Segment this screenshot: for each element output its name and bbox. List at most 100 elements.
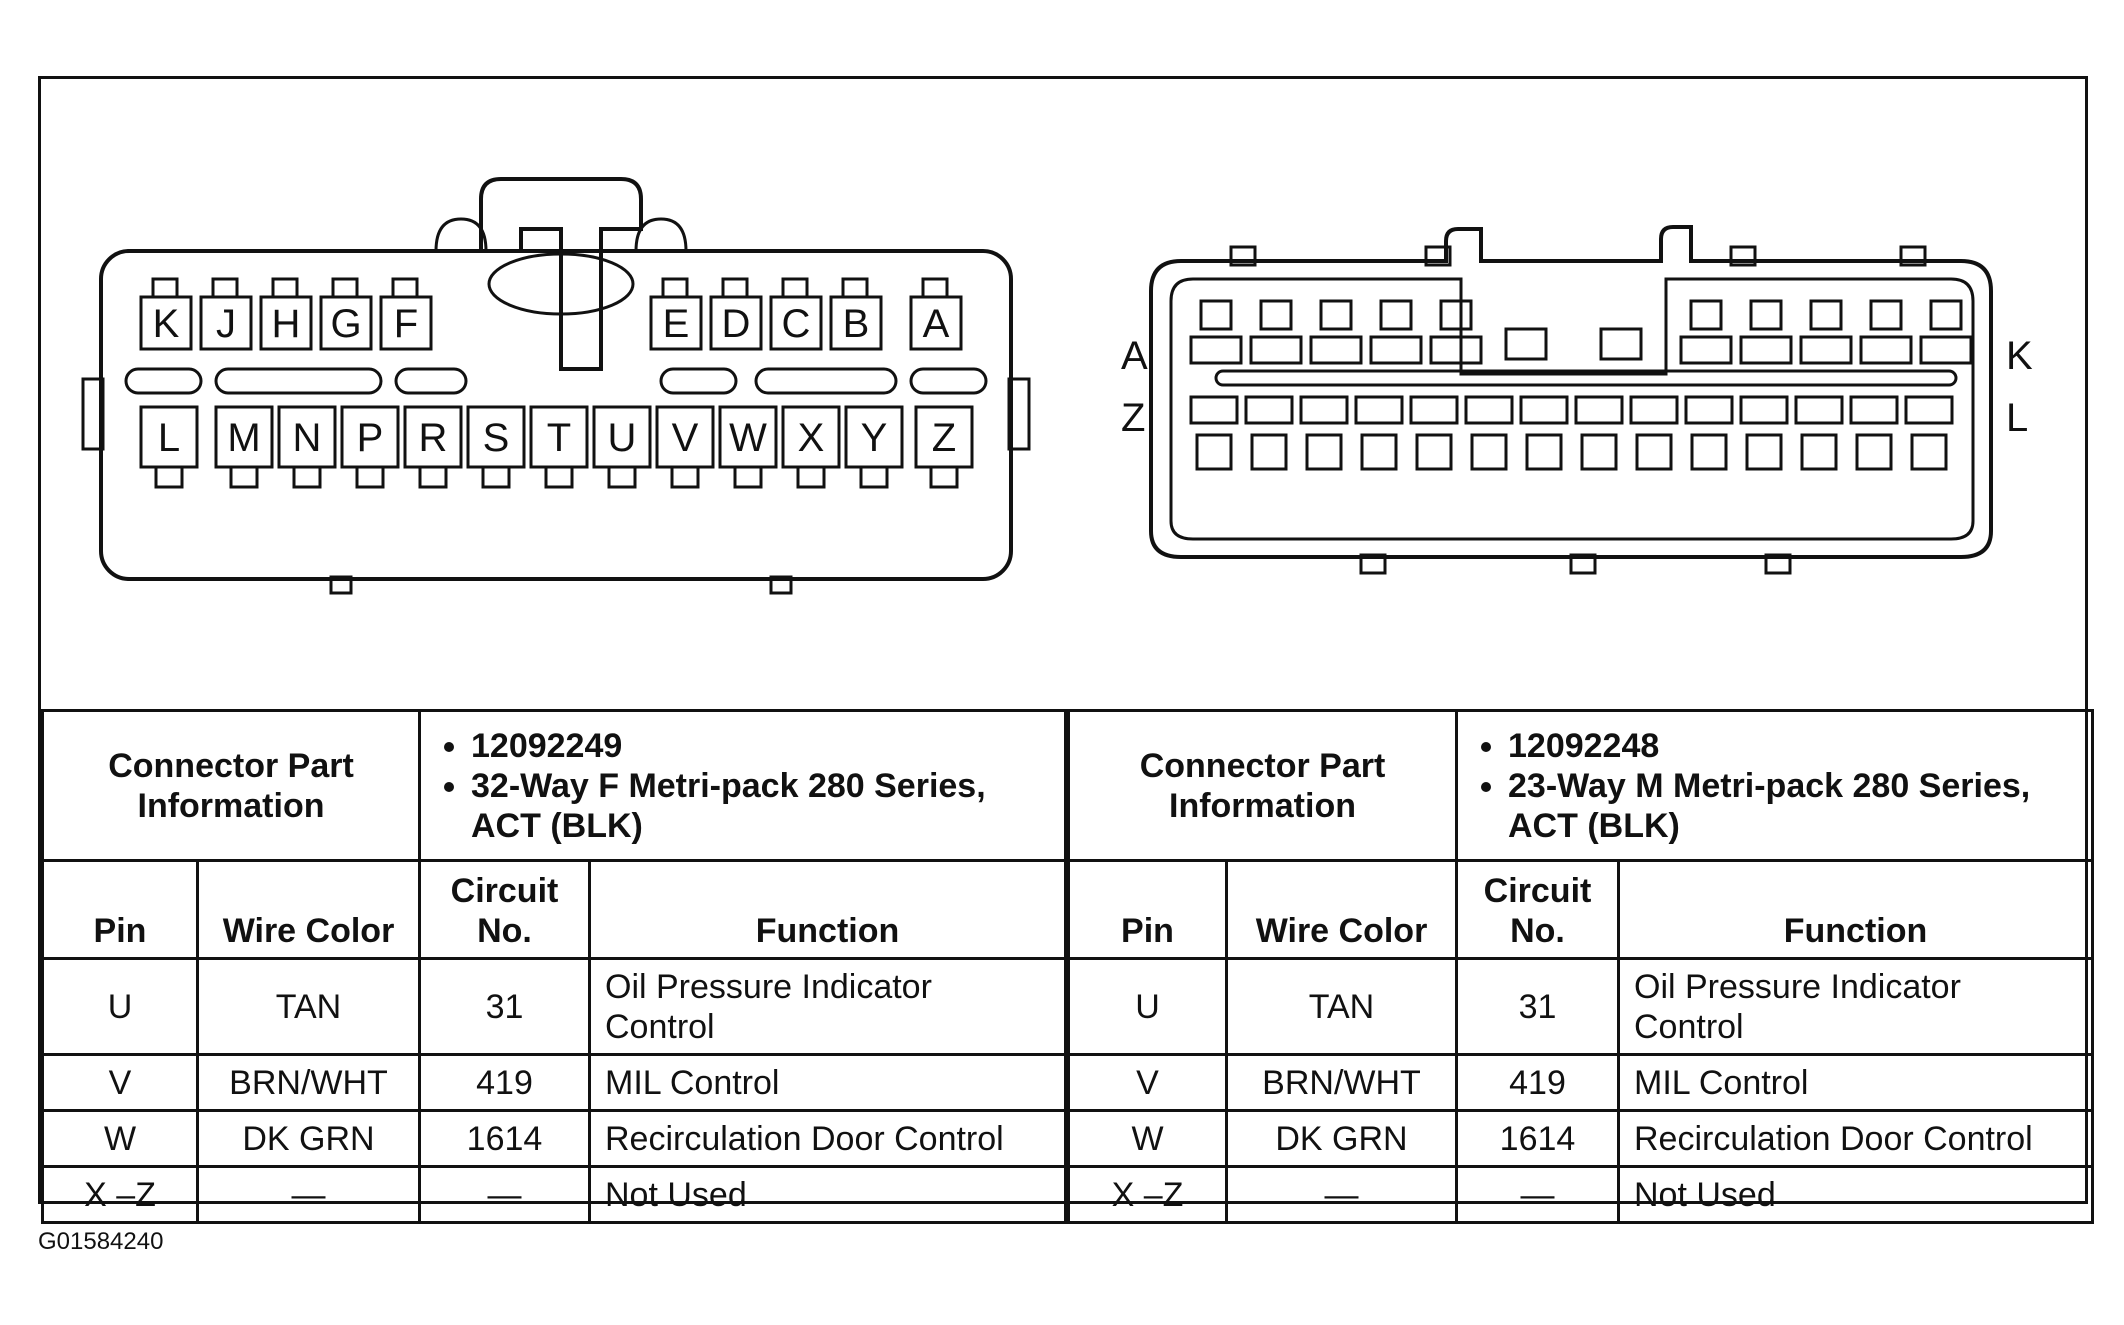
- left-pin-latch: [841, 277, 869, 299]
- pin-cell: V: [1067, 1053, 1228, 1112]
- right-pin-terminal: [1429, 335, 1483, 365]
- right-pin-terminal: [1244, 395, 1294, 425]
- left-connector-key: [124, 367, 203, 395]
- side-label-k: K: [2006, 334, 2033, 378]
- left-pin-label: C: [782, 302, 811, 346]
- right-pin-terminal: [1689, 299, 1723, 331]
- left-pin-label: D: [722, 302, 751, 346]
- circuit-cell: 31: [1455, 957, 1620, 1056]
- right-pin-terminal: [1319, 299, 1353, 331]
- right-pin-terminal: [1679, 335, 1733, 365]
- right-pin-terminal: [1525, 433, 1563, 471]
- function-cell: Not Used: [1616, 1165, 2095, 1224]
- right-pin-terminal: [1794, 395, 1844, 425]
- wire-color-cell: DK GRN: [196, 1109, 421, 1168]
- pin-cell: U: [1067, 957, 1228, 1056]
- wire-color-cell: DK GRN: [1225, 1109, 1458, 1168]
- left-connector-tab: [769, 575, 793, 595]
- left-pin-cavity: [709, 295, 763, 351]
- left-pin-latch: [607, 465, 637, 489]
- left-pin-latch: [292, 465, 322, 489]
- right-pin-terminal: [1904, 395, 1954, 425]
- right-pin-terminal: [1470, 433, 1508, 471]
- left-pin-cavity: [259, 295, 313, 351]
- right-connector: A Z K L: [1121, 225, 2033, 575]
- connector-table-2: Connector Part Information1209224823-Way…: [1067, 709, 2095, 1224]
- circuit-cell: —: [418, 1165, 591, 1224]
- right-pin-terminal: [1919, 335, 1973, 365]
- left-connector-tab: [329, 575, 353, 595]
- left-pin-latch: [418, 465, 448, 489]
- left-pin-cavity: [649, 295, 703, 351]
- left-pin-label: R: [419, 416, 448, 460]
- left-pin-label: K: [153, 302, 180, 346]
- wire-color-cell: BRN/WHT: [196, 1053, 421, 1112]
- right-pin-terminal: [1855, 433, 1893, 471]
- right-pin-terminal: [1199, 299, 1233, 331]
- right-pin-terminal: [1745, 433, 1783, 471]
- right-connector-tab: [1729, 245, 1757, 267]
- left-connector-ear: [81, 377, 105, 451]
- side-label-l: L: [2006, 396, 2028, 440]
- connector-table-1: Connector Part Information1209224932-Way…: [41, 709, 1067, 1224]
- left-pin-latch: [331, 277, 359, 299]
- circuit-cell: 31: [418, 957, 591, 1056]
- left-pin-latch: [661, 277, 689, 299]
- right-pin-terminal: [1195, 433, 1233, 471]
- right-latch-window: [1599, 327, 1643, 361]
- pin-cell: U: [41, 957, 199, 1056]
- left-pin-latch: [151, 277, 179, 299]
- function-header: Function: [1616, 859, 2095, 960]
- left-pin-label: U: [608, 416, 637, 460]
- left-pin-latch: [229, 465, 259, 489]
- left-pin-label: W: [729, 416, 767, 460]
- side-label-z: Z: [1121, 396, 1145, 440]
- right-pin-terminal: [1749, 299, 1783, 331]
- right-connector-tab: [1229, 245, 1257, 267]
- right-connector-tab: [1424, 245, 1452, 267]
- left-connector-ear: [1007, 377, 1031, 451]
- left-pin-label: T: [547, 416, 571, 460]
- right-pin-terminal: [1849, 395, 1899, 425]
- right-pin-terminal: [1379, 299, 1413, 331]
- right-latch-window: [1504, 327, 1548, 361]
- left-connector-key: [394, 367, 468, 395]
- connector-part-info-item: 23-Way M Metri-pack 280 Series, ACT (BLK…: [1508, 766, 2077, 846]
- connector-part-info-values: 1209224823-Way M Metri-pack 280 Series, …: [1454, 709, 2095, 862]
- right-pin-terminal: [1464, 395, 1514, 425]
- left-connector-key: [214, 367, 383, 395]
- left-pin-cavity: [199, 295, 253, 351]
- right-pin-terminal: [1799, 335, 1853, 365]
- right-pin-terminal: [1574, 395, 1624, 425]
- left-pin-label: B: [843, 302, 870, 346]
- right-connector-body: [1149, 225, 1993, 559]
- left-pin-cavity: [769, 295, 823, 351]
- right-pin-terminal: [1690, 433, 1728, 471]
- connector-part-info-label: Connector Part Information: [1067, 709, 1458, 862]
- function-cell: Not Used: [588, 1165, 1067, 1224]
- function-header: Function: [588, 859, 1067, 960]
- left-pin-latch: [271, 277, 299, 299]
- right-pin-terminal: [1809, 299, 1843, 331]
- function-cell: Recirculation Door Control: [588, 1109, 1067, 1168]
- right-pin-terminal: [1635, 433, 1673, 471]
- left-pin-label: M: [227, 416, 260, 460]
- left-pin-label: H: [272, 302, 301, 346]
- left-pin-latch: [355, 465, 385, 489]
- pin-cell: X –Z: [41, 1165, 199, 1224]
- pin-cell: W: [41, 1109, 199, 1168]
- function-cell: MIL Control: [1616, 1053, 2095, 1112]
- left-pin-label: P: [357, 416, 384, 460]
- left-pin-cavity: [139, 295, 193, 351]
- right-pin-terminal: [1305, 433, 1343, 471]
- side-label-a: A: [1121, 334, 1148, 378]
- circuit-cell: 1614: [1455, 1109, 1620, 1168]
- circuit-cell: 1614: [418, 1109, 591, 1168]
- connector-part-info-item: 12092249: [471, 726, 1050, 766]
- left-connector-key: [754, 367, 898, 395]
- left-pin-latch: [481, 465, 511, 489]
